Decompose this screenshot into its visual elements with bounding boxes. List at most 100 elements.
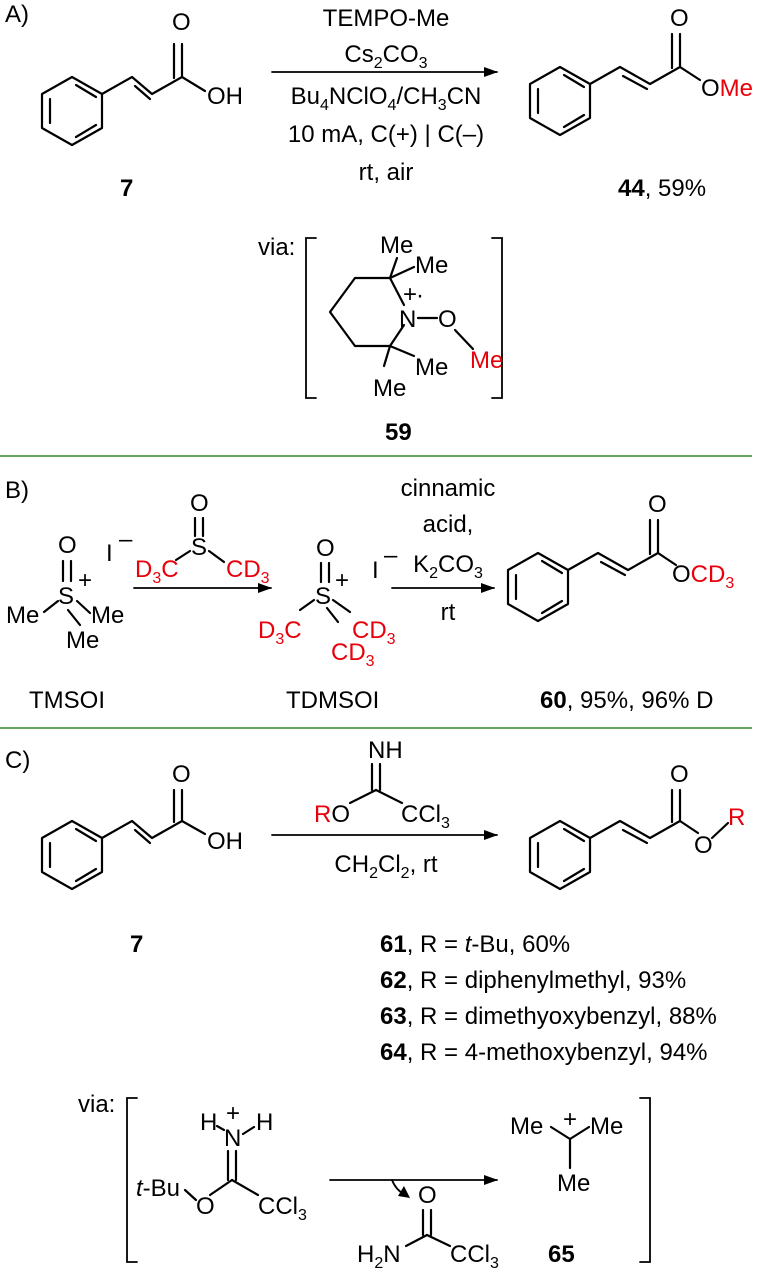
reagent-ro: RO <box>314 801 350 828</box>
cation-methyl-3: Me <box>557 1170 590 1197</box>
cation-65-label: 65 <box>548 1241 575 1268</box>
tdmsoi-charge: + <box>335 567 349 594</box>
reagent-line-3: K2CO3 <box>413 551 483 582</box>
imine-nh: NH <box>368 737 403 764</box>
ester-carbonyl-oxygen: O <box>670 5 689 32</box>
byproduct-arrowhead <box>398 1186 410 1198</box>
bracket-right-c <box>639 1097 651 1263</box>
methyl-4: Me <box>373 375 406 402</box>
hydroxyl-label: OH <box>207 83 243 110</box>
tdmsoi-cd3-right: CD3 <box>352 617 396 648</box>
tmsoi-sulfur: S <box>58 583 74 610</box>
tdmsoi-structure: O S + D3C CD3 CD3 I – <box>258 535 398 670</box>
tmsoi-methyl-3: Me <box>66 627 99 654</box>
tmsoi-iodide-charge: – <box>119 526 133 553</box>
condition-line-2: Cs2CO3 <box>344 41 427 72</box>
methyl-cinnamate-structure: O OMe <box>528 5 753 137</box>
oxygen-atom: O <box>438 306 457 333</box>
imidate-oxygen: O <box>196 1193 215 1220</box>
tmsoi-name: TMSOI <box>29 687 105 714</box>
d3-ester-carbonyl-oxygen: O <box>648 491 667 518</box>
condition-line-4: 10 mA, C(+) | C(–) <box>288 121 484 148</box>
carbonyl-oxygen-c: O <box>172 761 191 788</box>
condition-line-1: TEMPO-Me <box>323 5 450 32</box>
cinnamate-ester-structure: O O R <box>528 761 745 891</box>
cinnamic-acid-structure: O OH <box>40 9 243 147</box>
imidate-charge: + <box>226 1100 240 1127</box>
ester-oxygen-c: O <box>694 832 713 859</box>
o-methyl: Me <box>470 347 503 374</box>
ester-oxygen: OMe <box>701 75 753 102</box>
tdmsoi-cd3-left: D3C <box>258 617 302 648</box>
tdmsoi-sulfur: S <box>315 583 331 610</box>
product-60-label: 60, 95%, 96% D <box>540 687 713 714</box>
carbonyl-oxygen: O <box>172 9 191 36</box>
panel-c: C) O OH 7 NH RO CCl3 CH2Cl2, rt <box>5 737 745 1271</box>
tmsoi-iodide: I <box>106 540 113 567</box>
cation-charge: + <box>403 281 417 308</box>
bracket-right-a <box>491 237 503 399</box>
cation-methyl-2: Me <box>590 1113 623 1140</box>
tmsoi-structure: O S + Me Me Me I – <box>6 526 133 654</box>
dmso-sulfur: S <box>191 534 207 561</box>
reagent-line-1: cinnamic <box>401 475 496 502</box>
ester-carbonyl-oxygen-c: O <box>670 761 689 788</box>
bracket-left-c <box>126 1097 138 1263</box>
tmsoi-oxygen: O <box>58 532 77 559</box>
amide-oxygen: O <box>418 1182 437 1209</box>
result-63: 63, R = dimethyoxybenzyl, 88% <box>380 1003 717 1030</box>
tdmsoi-iodide-charge: – <box>384 542 398 569</box>
tmsoi-methyl-1: Me <box>6 602 39 629</box>
result-62: 62, R = diphenylmethyl, 93% <box>380 967 686 994</box>
radical-dot: · <box>416 282 424 309</box>
tmsoi-methyl-2: Me <box>91 602 124 629</box>
tmsoi-charge: + <box>78 567 92 594</box>
dmso-cd3-right: CD3 <box>226 556 270 587</box>
hydroxyl-label-c: OH <box>207 828 243 855</box>
via-label-c: via: <box>78 1091 115 1118</box>
methyl-2: Me <box>415 252 448 279</box>
imidate-nitrogen: N <box>224 1125 241 1152</box>
dmso-oxygen: O <box>190 490 209 517</box>
tdmsoi-iodide: I <box>372 557 379 584</box>
ester-r-group: R <box>728 804 745 831</box>
tdmsoi-name: TDMSOI <box>286 687 379 714</box>
methyl-1: Me <box>380 232 413 259</box>
panel-b-label: B) <box>5 477 29 504</box>
imidate-ccl3: CCl3 <box>258 1193 307 1224</box>
panel-c-label: C) <box>5 747 30 774</box>
tdmsoi-cd3-bottom: CD3 <box>331 639 375 670</box>
compound-7-label-c: 7 <box>130 931 143 958</box>
tert-butyl-cation-structure: Me Me Me + <box>510 1106 623 1197</box>
tdmsoi-oxygen: O <box>316 535 335 562</box>
nitrogen-atom: N <box>399 306 416 333</box>
panel-a: A) O OH 7 TEMPO-Me Cs2CO3 Bu4NClO4/CH3CN… <box>5 1 753 446</box>
imidate-tbu: t-Bu <box>136 1175 180 1202</box>
panel-b: B) O S + Me Me Me I – O S D3C CD3 <box>5 475 734 714</box>
cation-charge: + <box>563 1106 577 1133</box>
imidate-h-right: H <box>256 1109 273 1136</box>
result-61: 61, R = t-Bu, 60% <box>380 931 570 958</box>
trichloroacetamide-structure: O H2N CCl3 <box>357 1182 499 1271</box>
bracket-left-a <box>305 237 317 399</box>
intermediate-59-label: 59 <box>385 419 412 446</box>
via-label-a: via: <box>258 234 295 261</box>
d3-ester-oxygen: OCD3 <box>672 561 734 592</box>
cinnamic-acid-structure-c: O OH <box>40 761 243 891</box>
panel-a-label: A) <box>5 1 29 28</box>
imidate-h-left: H <box>200 1109 217 1136</box>
reagent-line-4: rt <box>441 599 456 626</box>
amide-ccl3: CCl3 <box>450 1241 499 1271</box>
reagent-line-2: acid, <box>423 511 474 538</box>
methyl-3: Me <box>415 354 448 381</box>
condition-line-5: rt, air <box>359 159 414 186</box>
protonated-imidate-structure: H N + H t-Bu O CCl3 <box>136 1100 307 1224</box>
condition-line-3: Bu4NClO4/CH3CN <box>291 83 482 114</box>
d3-methyl-cinnamate-structure: O OCD3 <box>506 491 734 623</box>
reagent-ccl3: CCl3 <box>401 801 450 832</box>
dmso-d6-structure: O S D3C CD3 <box>135 490 270 587</box>
cation-methyl-1: Me <box>510 1113 543 1140</box>
condition-c: CH2Cl2, rt <box>334 851 437 882</box>
trichloroacetimidate-structure: NH RO CCl3 <box>314 737 450 832</box>
